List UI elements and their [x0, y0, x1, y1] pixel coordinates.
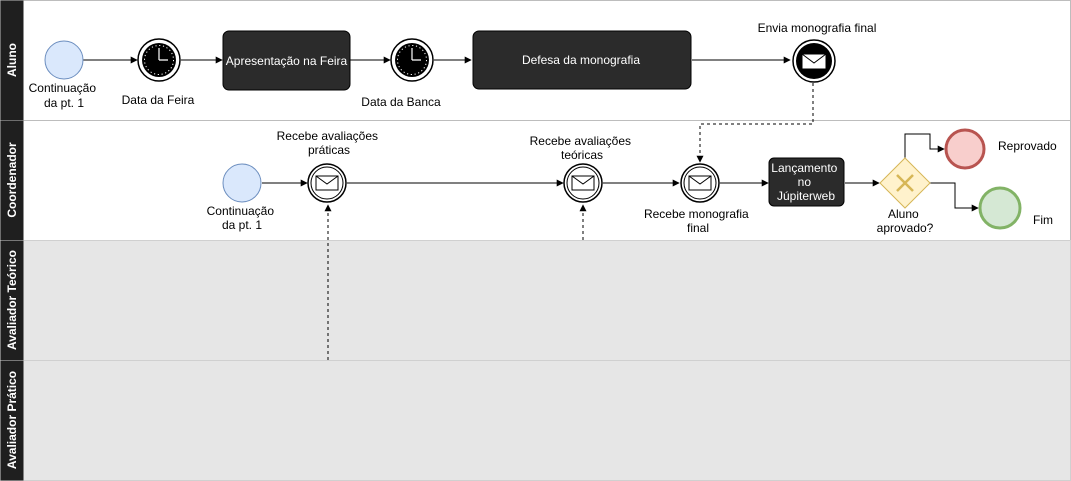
end-event-reprovado[interactable] — [944, 128, 986, 170]
lane-label-avaliador-pratico: Avaliador Prático — [5, 371, 19, 469]
msg-avaliacoes-teoricas-label: Recebe avaliações teóricas — [530, 134, 635, 162]
start-event-aluno-label: Continuação da pt. 1 — [29, 81, 100, 110]
message-flow-monografia — [696, 83, 814, 163]
start-event-coordenador[interactable] — [222, 163, 262, 203]
timer-feira-label: Data da Feira — [122, 93, 195, 107]
msg-monografia-final-label: Recebe monografia final — [644, 207, 752, 235]
gateway-aluno-aprovado-label: Aluno aprovado? — [877, 207, 934, 235]
clock-icon[interactable] — [137, 38, 181, 82]
envelope-icon[interactable] — [680, 163, 720, 203]
lane-label-aluno: Aluno — [5, 43, 19, 77]
start-event-coordenador-label: Continuação da pt. 1 — [207, 204, 278, 232]
envelope-icon[interactable] — [307, 163, 347, 203]
lane-avaliador-teorico: Avaliador Teórico — [0, 240, 1071, 361]
flow-gateway-to-reprovado — [904, 133, 945, 158]
send-monografia-label: Envia monografia final — [758, 21, 877, 35]
lane-label-avaliador-teorico: Avaliador Teórico — [5, 250, 19, 350]
end-event-fim-label: Fim — [1033, 213, 1053, 227]
task-lancamento-jupiterweb-label: Lançamento no Júpiterweb — [771, 161, 840, 203]
clock-icon[interactable] — [390, 38, 434, 82]
exclusive-gateway[interactable] — [879, 157, 931, 209]
task-defesa-monografia[interactable] — [472, 30, 692, 90]
envelope-icon[interactable] — [563, 163, 603, 203]
lane-label-coordenador: Coordenador — [5, 142, 19, 218]
start-event-aluno[interactable] — [44, 40, 84, 80]
end-event-reprovado-label: Reprovado — [998, 139, 1057, 153]
envelope-icon[interactable] — [792, 39, 836, 83]
msg-avaliacoes-praticas-label: Recebe avaliações práticas — [277, 129, 382, 157]
task-apresentacao-feira-label: Apresentação na Feira — [226, 54, 348, 68]
task-apresentacao-feira[interactable] — [222, 30, 351, 91]
timer-banca-label: Data da Banca — [361, 95, 441, 109]
lane-avaliador-pratico: Avaliador Prático — [0, 360, 1071, 481]
task-defesa-monografia-label: Defesa da monografia — [522, 53, 640, 67]
task-lancamento-jupiterweb[interactable] — [768, 157, 845, 207]
end-event-fim[interactable] — [978, 186, 1022, 230]
flow-gateway-to-fim — [930, 182, 979, 212]
